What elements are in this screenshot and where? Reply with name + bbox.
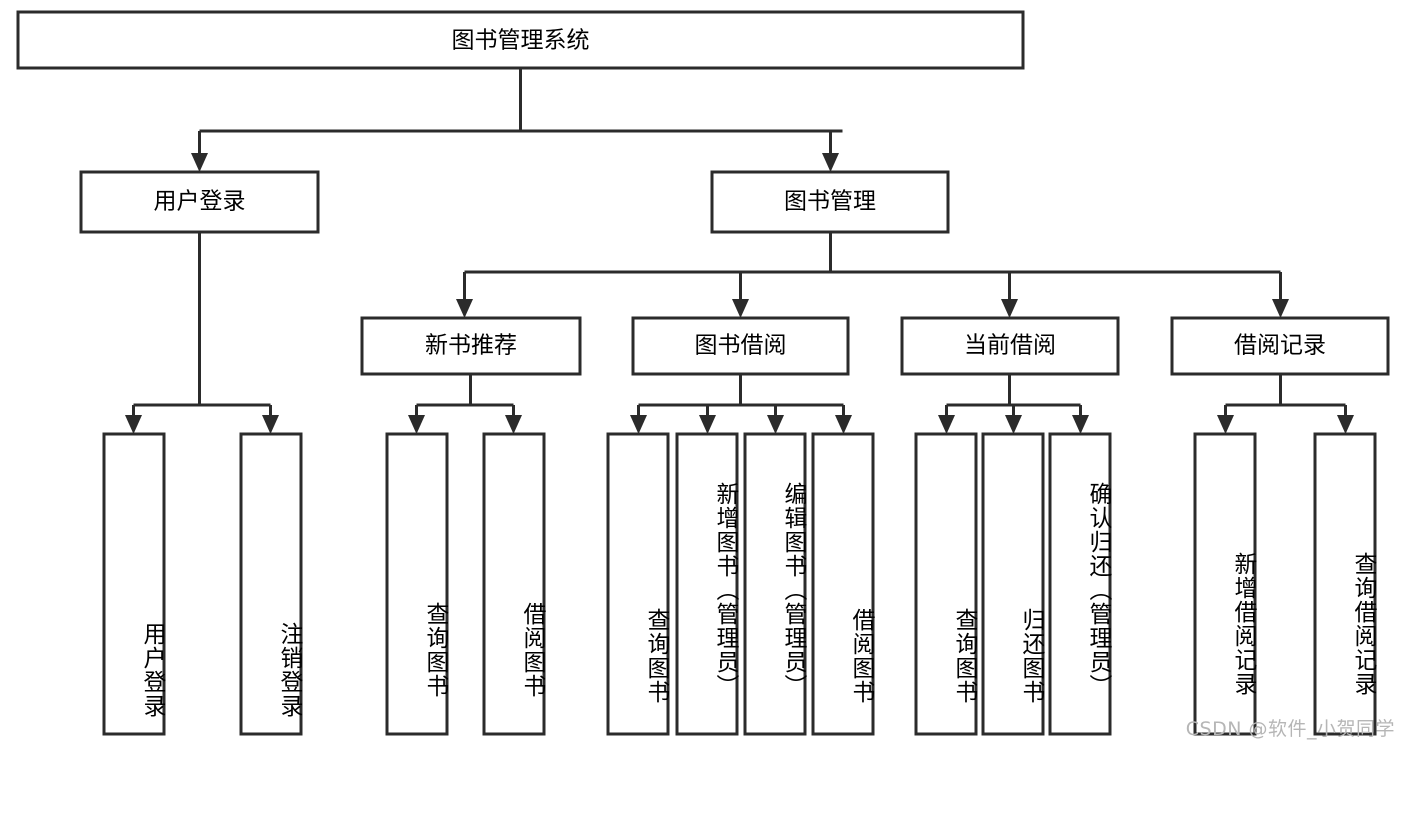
leaf-query-book-1-box[interactable]: [385, 432, 449, 736]
arrow-head-borrow-record: [1272, 299, 1289, 318]
arrow-head-book-borrow: [732, 299, 749, 318]
node-book-borrow[interactable]: 图书借阅: [631, 316, 850, 376]
leaf-return-book-box[interactable]: [981, 432, 1045, 736]
arrow-head-leaf-query-book-1: [408, 415, 425, 434]
node-root-label: 图书管理系统: [452, 28, 590, 54]
leaf-user-login-box[interactable]: [102, 432, 166, 736]
leaf-borrow-book-1-box[interactable]: [482, 432, 546, 736]
node-borrow-record-label: 借阅记录: [1234, 333, 1326, 359]
node-root[interactable]: 图书管理系统: [16, 10, 1025, 70]
node-book-manage[interactable]: 图书管理: [710, 170, 950, 234]
node-current-borrow-label: 当前借阅: [964, 333, 1056, 359]
arrow-head-leaf-add-book: [699, 415, 716, 434]
arrow-head-leaf-borrow-book-1: [505, 415, 522, 434]
arrow-head-leaf-confirm-return: [1072, 415, 1089, 434]
node-user-login-box[interactable]: [79, 170, 320, 234]
connector-group-root: [191, 68, 843, 172]
node-user-login[interactable]: 用户登录: [79, 170, 320, 234]
arrow-head-leaf-return-book: [1005, 415, 1022, 434]
node-current-borrow-box[interactable]: [900, 316, 1120, 376]
leaf-query-book-2-box[interactable]: [606, 432, 670, 736]
arrow-head-current-borrow: [1001, 299, 1018, 318]
leaf-edit-book-box[interactable]: [743, 432, 807, 736]
node-new-book-rec-box[interactable]: [360, 316, 582, 376]
node-new-book-rec-label: 新书推荐: [425, 333, 517, 359]
leaf-query-book-3-box[interactable]: [914, 432, 978, 736]
node-book-manage-box[interactable]: [710, 170, 950, 234]
connector-group-book-manage: [456, 232, 1289, 318]
connector-group-new-book-rec: [408, 374, 522, 434]
arrow-head-leaf-user-login: [125, 415, 142, 434]
arrow-head-book-manage: [822, 153, 839, 172]
arrow-head-new-book-rec: [456, 299, 473, 318]
node-current-borrow[interactable]: 当前借阅: [900, 316, 1120, 376]
connector-group-book-borrow: [630, 374, 852, 434]
node-new-book-rec[interactable]: 新书推荐: [360, 316, 582, 376]
arrow-head-leaf-logout: [262, 415, 279, 434]
watermark-text: CSDN @软件_小贺同学: [1185, 718, 1395, 740]
node-book-borrow-box[interactable]: [631, 316, 850, 376]
connector-group-current-borrow: [938, 374, 1089, 434]
arrow-head-leaf-query-record: [1337, 415, 1354, 434]
leaf-confirm-return-box[interactable]: [1048, 432, 1112, 736]
node-borrow-record-box[interactable]: [1170, 316, 1390, 376]
arrow-head-leaf-add-record: [1217, 415, 1234, 434]
node-book-borrow-label: 图书借阅: [695, 333, 787, 359]
diagram-svg: 图书管理系统 用户登录 图书管理 新书推荐 图书借阅 当前借阅 借阅记录: [16, 10, 1390, 736]
leaf-query-record-box[interactable]: [1313, 432, 1377, 736]
connector-group-user-login: [125, 232, 279, 434]
diagram-canvas: 图书管理系统 用户登录 图书管理 新书推荐 图书借阅 当前借阅 借阅记录: [16, 10, 1395, 740]
node-root-box[interactable]: [16, 10, 1025, 70]
node-borrow-record[interactable]: 借阅记录: [1170, 316, 1390, 376]
arrow-head-leaf-edit-book: [767, 415, 784, 434]
leaf-logout-box[interactable]: [239, 432, 303, 736]
leaf-borrow-book-2-box[interactable]: [811, 432, 875, 736]
leaf-add-record-box[interactable]: [1193, 432, 1257, 736]
connector-group-borrow-record: [1217, 374, 1354, 434]
arrow-head-leaf-query-book-2: [630, 415, 647, 434]
arrow-head-leaf-query-book-3: [938, 415, 955, 434]
arrow-head-user-login: [191, 153, 208, 172]
arrow-head-leaf-borrow-book-2: [835, 415, 852, 434]
node-book-manage-label: 图书管理: [784, 189, 876, 215]
leaf-boxes: [102, 432, 1377, 736]
node-user-login-label: 用户登录: [154, 189, 246, 215]
leaf-add-book-box[interactable]: [675, 432, 739, 736]
